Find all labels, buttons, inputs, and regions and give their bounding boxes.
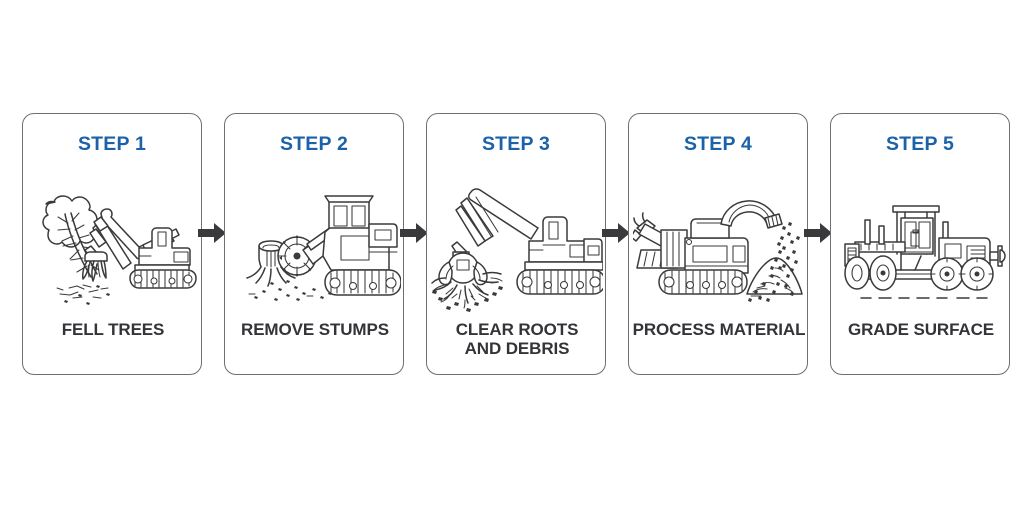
step-card-4-step-label: STEP 4	[683, 133, 753, 155]
step-card-1[interactable]: STEP 1	[22, 113, 202, 375]
excavator-grapple-roots-icon	[431, 166, 603, 316]
step-card-3-caption-line2: AND DEBRIS	[464, 339, 570, 358]
step-card-1-caption-line1: FELL TREES	[61, 320, 165, 339]
step-card-5-caption: GRADE SURFACE	[834, 320, 1008, 339]
arrow-right-icon-2	[400, 222, 428, 244]
motor-grader-icon	[835, 166, 1007, 316]
arrow-right-icon-1	[198, 222, 226, 244]
step-card-5-caption-line1: GRADE SURFACE	[847, 320, 995, 339]
step-card-3-caption: CLEAR ROOTS AND DEBRIS	[430, 320, 604, 358]
step-card-5-step-label: STEP 5	[885, 133, 955, 155]
step-card-4-caption-line1: PROCESS MATERIAL	[632, 320, 806, 339]
stump-grinder-icon	[229, 166, 401, 316]
step-card-2[interactable]: STEP 2	[224, 113, 404, 375]
step-card-4-caption: PROCESS MATERIAL	[632, 320, 806, 339]
arrow-right-icon-4	[804, 222, 832, 244]
step-card-1-caption: FELL TREES	[26, 320, 200, 339]
wood-chipper-mulch-pile-icon	[633, 166, 805, 316]
step-card-3[interactable]: STEP 3	[426, 113, 606, 375]
step-card-2-caption: REMOVE STUMPS	[228, 320, 402, 339]
step-card-2-caption-line1: REMOVE STUMPS	[241, 320, 389, 339]
step-card-5[interactable]: STEP 5	[830, 113, 1010, 375]
step-card-3-step-label: STEP 3	[481, 133, 551, 155]
step-card-4[interactable]: STEP 4	[628, 113, 808, 375]
excavator-felling-tree-icon	[27, 166, 199, 316]
step-card-2-step-label: STEP 2	[279, 133, 349, 155]
step-card-1-step-label: STEP 1	[77, 133, 147, 155]
step-card-3-caption-line1: CLEAR ROOTS	[455, 320, 579, 339]
arrow-right-icon-3	[602, 222, 630, 244]
